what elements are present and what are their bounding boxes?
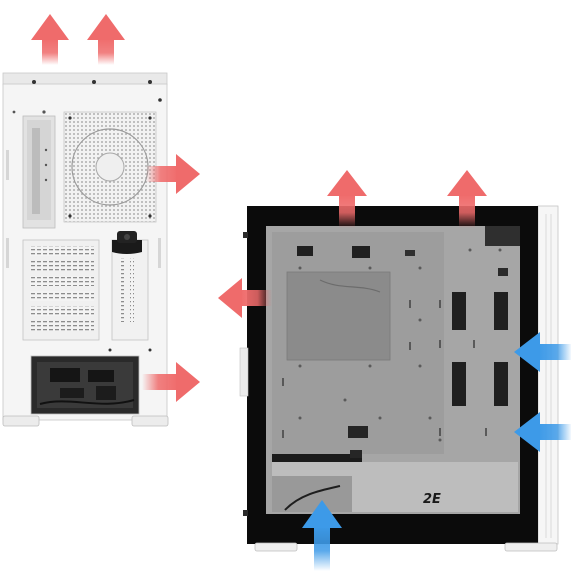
intake-arrow-up (302, 500, 342, 571)
cable-grommet-2 (494, 292, 508, 330)
rear-foot-right (131, 415, 169, 427)
side-view-case: 2E (239, 205, 559, 552)
exhaust-arrow-up-2 (87, 14, 125, 65)
rear-view-case (2, 72, 169, 427)
intake-arrow-left-2 (514, 412, 571, 452)
exhaust-arrow-right-1 (146, 154, 200, 194)
exhaust-arrow-up-1 (31, 14, 69, 65)
side-foot-left (254, 542, 298, 552)
front-panel (537, 205, 559, 545)
cable-grommet-4 (494, 362, 508, 406)
rear-foot-left (2, 415, 40, 427)
exhaust-arrow-up-4 (447, 170, 487, 228)
rear-case-top-edge (2, 72, 168, 86)
exhaust-arrow-right-2 (142, 362, 200, 402)
intake-arrow-left-1 (514, 332, 571, 372)
exhaust-arrow-up-3 (327, 170, 367, 228)
brand-logo: 2E (423, 492, 441, 507)
cable-grommet-3 (452, 362, 466, 406)
side-foot-right (504, 542, 558, 552)
exhaust-arrow-left (218, 278, 272, 318)
cable-grommet-1 (452, 292, 466, 330)
cpu-cutout (286, 271, 391, 361)
rear-thumbscrew-knob (112, 240, 142, 254)
